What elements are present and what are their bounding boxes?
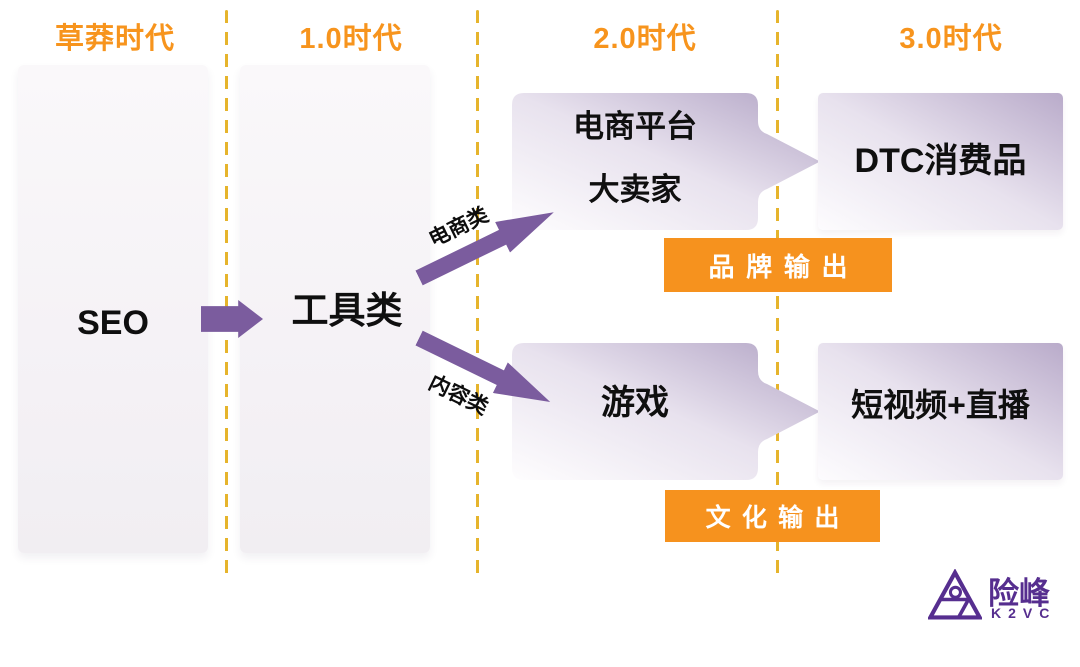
node-ecommerce-platform-line2: 大卖家	[588, 172, 682, 207]
node-short-video-box	[818, 343, 1063, 480]
badge-brand-export-label: 品牌输出	[708, 251, 860, 282]
node-short-video: 短视频+直播	[851, 387, 1030, 423]
era-divider-1	[225, 10, 228, 576]
badge-culture-export-label: 文化输出	[705, 504, 851, 532]
badge-brand-export: 品牌输出	[664, 238, 892, 292]
node-dtc-box	[818, 93, 1063, 230]
era-header-3-0: 3.0时代	[899, 23, 1003, 55]
era-header-2-0: 2.0时代	[593, 23, 697, 55]
logo-brand-text: 险峰	[988, 576, 1050, 611]
node-tools: 工具类	[291, 290, 403, 331]
badge-culture-export: 文化输出	[665, 490, 880, 542]
node-games: 游戏	[601, 384, 669, 422]
node-ecommerce-platform-line1: 电商平台	[573, 109, 697, 144]
era-header-1-0: 1.0时代	[299, 23, 403, 55]
panel-caomang-era	[18, 65, 208, 553]
node-games-shape	[512, 343, 820, 480]
era-divider-3	[776, 10, 779, 576]
logo-subbrand-text: K2VC	[991, 605, 1057, 621]
panel-1-0-era	[240, 65, 430, 553]
node-seo: SEO	[77, 304, 149, 342]
node-ecommerce-platform-shape	[512, 93, 820, 230]
era-divider-2	[476, 10, 479, 576]
era-header-caomang: 草莽时代	[54, 23, 175, 55]
node-dtc: DTC消费品	[854, 142, 1027, 180]
k2vc-triangle-icon	[928, 569, 982, 620]
